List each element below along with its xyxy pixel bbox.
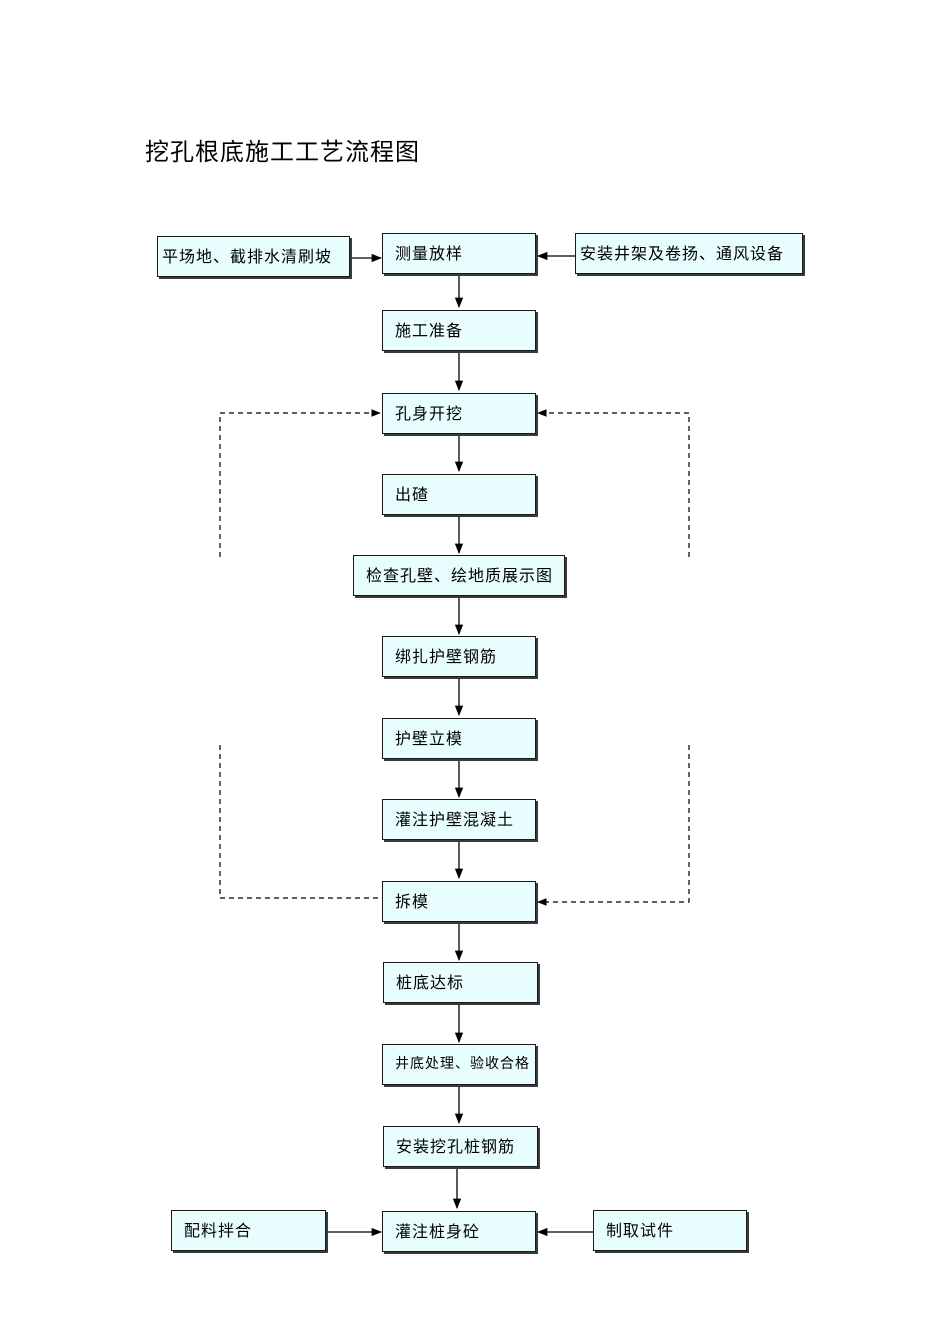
loop-right-bottom xyxy=(537,745,690,906)
loop-right-top xyxy=(537,409,690,557)
step-pour-wall: 灌注护壁混凝土 xyxy=(382,799,536,840)
step-remove-form: 拆模 xyxy=(382,881,536,922)
step-excavate: 孔身开挖 xyxy=(382,393,536,434)
step-muck: 出碴 xyxy=(382,474,536,515)
step-install-rebar: 安装挖孔桩钢筋 xyxy=(383,1126,538,1167)
step-sample: 制取试件 xyxy=(593,1210,747,1251)
loop-left-bottom xyxy=(219,745,381,899)
step-install-frame: 安装井架及卷扬、通风设备 xyxy=(575,233,803,274)
step-site-prep: 平场地、截排水清刷坡 xyxy=(157,236,350,277)
step-formwork: 护壁立模 xyxy=(382,718,536,759)
step-inspect: 检查孔壁、绘地质展示图 xyxy=(353,555,565,596)
step-rebar-wall: 绑扎护壁钢筋 xyxy=(382,636,536,677)
step-bottom-level: 桩底达标 xyxy=(383,962,538,1003)
step-survey: 测量放样 xyxy=(382,233,536,274)
step-bottom-treat: 井底处理、验收合格 xyxy=(382,1044,536,1085)
page-title: 挖孔根底施工工艺流程图 xyxy=(145,138,420,166)
step-pour-pile: 灌注桩身砼 xyxy=(382,1211,536,1252)
loop-left-top xyxy=(219,409,381,557)
step-mix: 配料拌合 xyxy=(171,1210,326,1251)
step-prep: 施工准备 xyxy=(382,310,536,351)
